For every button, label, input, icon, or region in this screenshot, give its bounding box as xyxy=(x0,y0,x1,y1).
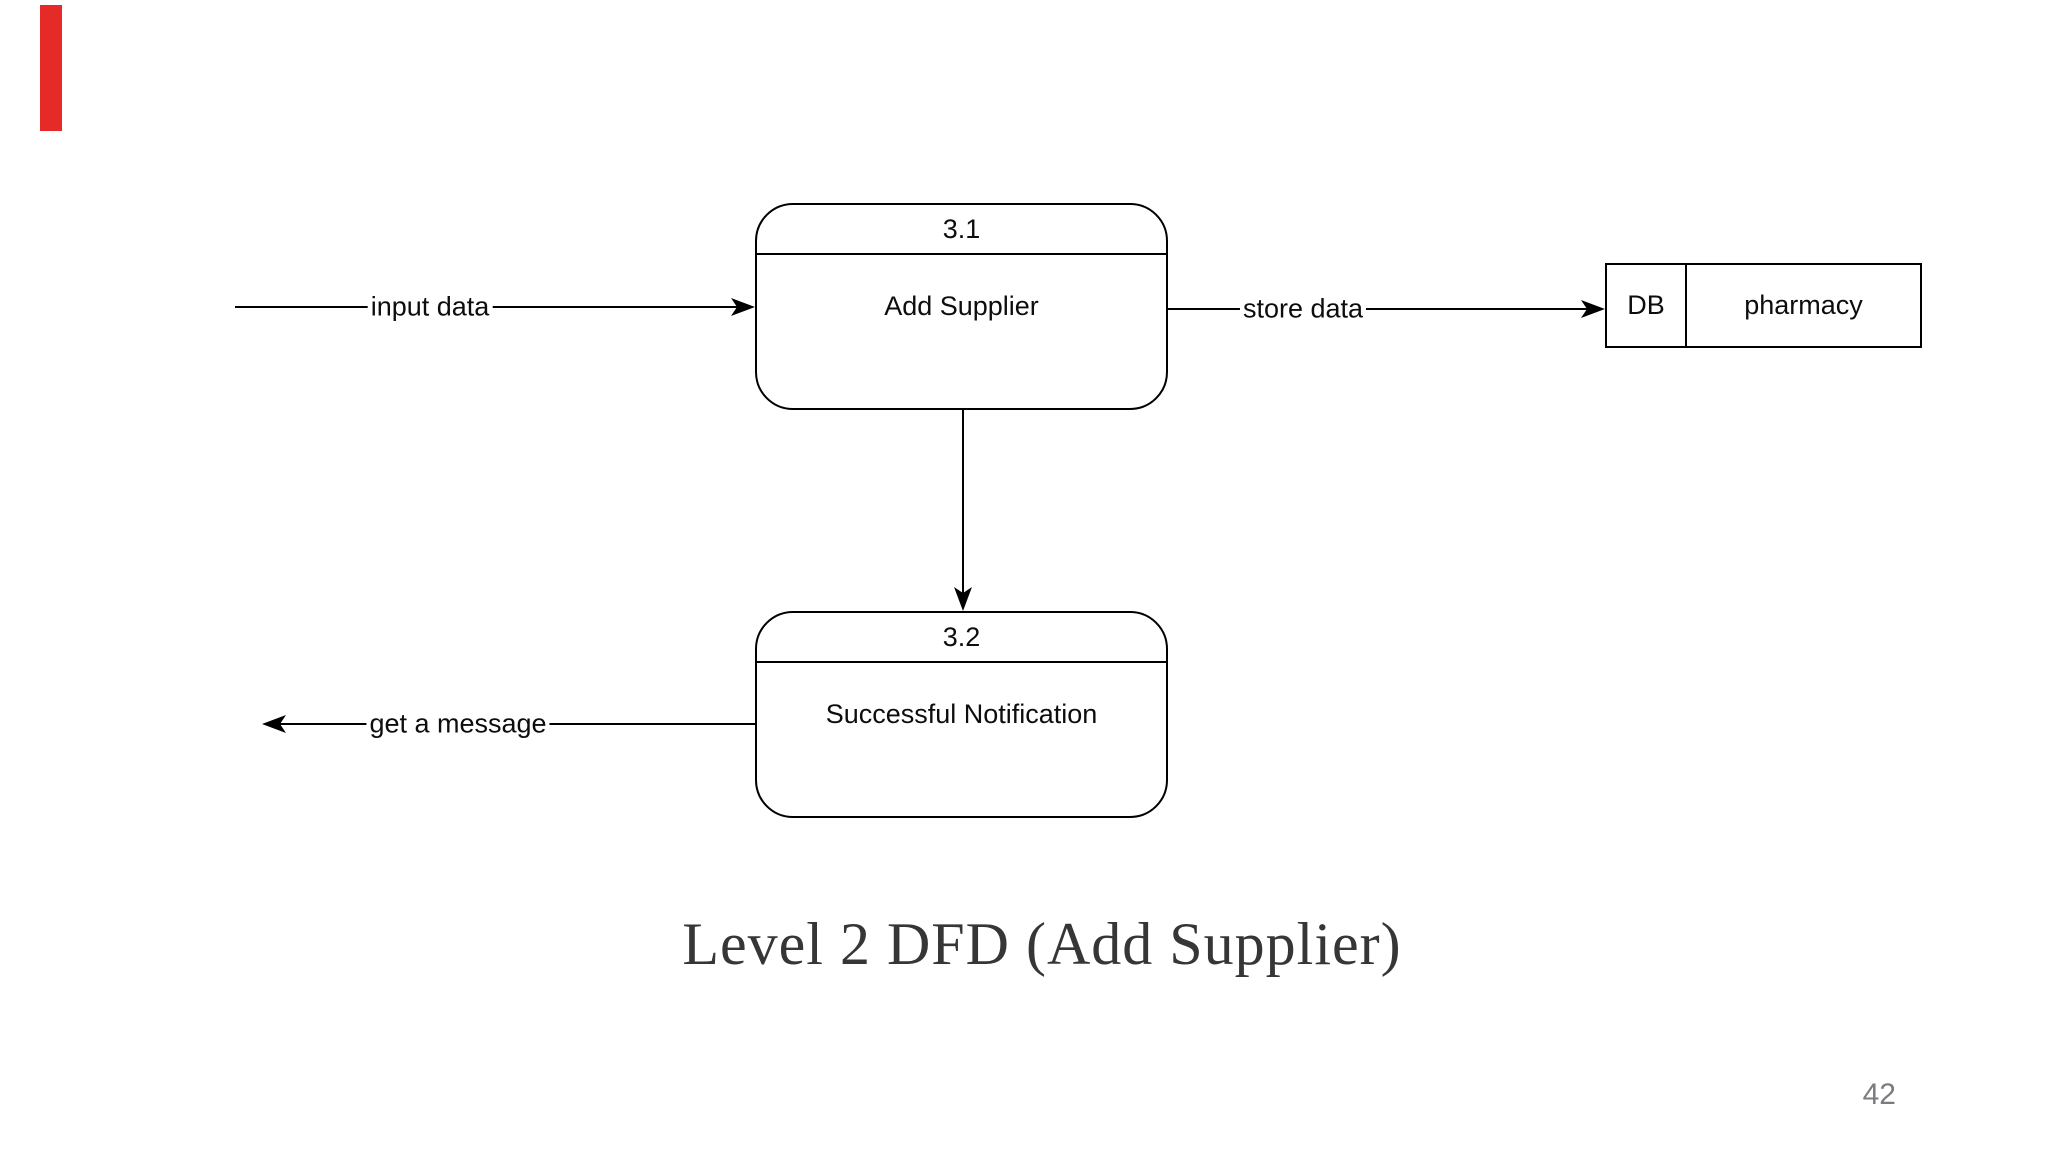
datastore-pharmacy: DB pharmacy xyxy=(1605,263,1922,348)
page-number: 42 xyxy=(1862,1078,1896,1111)
process-label: Add Supplier xyxy=(884,291,1039,321)
flow-label-input-data: input data xyxy=(367,291,493,323)
arrowhead-input-data-icon xyxy=(731,298,755,316)
flow-label-get-a-message: get a message xyxy=(366,708,550,740)
process-id: 3.2 xyxy=(942,621,981,652)
datastore-name-cell: pharmacy xyxy=(1687,265,1920,346)
datastore-id: DB xyxy=(1627,290,1665,320)
slide-title: Level 2 DFD (Add Supplier) xyxy=(682,911,1402,977)
process-label: Successful Notification xyxy=(825,699,1098,729)
arrowhead-store-data-icon xyxy=(1581,300,1605,318)
datastore-name: pharmacy xyxy=(1744,290,1863,320)
process-box-successful-notification: 3.2 Successful Notification xyxy=(755,611,1168,818)
process-box-add-supplier: 3.1 Add Supplier xyxy=(755,203,1168,410)
process-id: 3.1 xyxy=(942,213,981,244)
datastore-id-cell: DB xyxy=(1607,265,1687,346)
process-header: 3.1 xyxy=(757,205,1166,255)
flow-label-store-data: store data xyxy=(1239,293,1367,325)
process-header: 3.2 xyxy=(757,613,1166,663)
arrowhead-get-a-message-icon xyxy=(262,715,286,733)
arrowhead-process-connector-icon xyxy=(954,587,972,611)
slide-accent-bar xyxy=(40,5,62,131)
